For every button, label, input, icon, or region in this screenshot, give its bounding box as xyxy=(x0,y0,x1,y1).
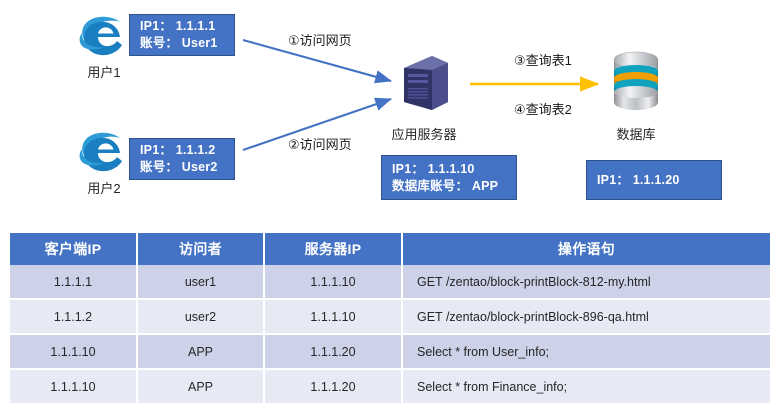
app-server-label: 应用服务器 xyxy=(391,127,457,142)
client-1-account: 账号： User1 xyxy=(140,36,218,50)
table-header-row: 客户端IP 访问者 服务器IP 操作语句 xyxy=(10,233,770,265)
cell-statement: GET /zentao/block-printBlock-896-qa.html xyxy=(402,299,770,335)
cell-client-ip: 1.1.1.10 xyxy=(10,369,138,405)
cell-client-ip: 1.1.1.1 xyxy=(10,265,138,300)
cell-client-ip: 1.1.1.10 xyxy=(10,334,138,370)
internet-explorer-icon xyxy=(79,16,122,56)
client-2-label: 用户2 xyxy=(87,181,121,196)
cell-client-ip: 1.1.1.2 xyxy=(10,299,138,335)
network-flow-diagram: 用户1 IP1： 1.1.1.1 账号： User1 用户2 IP1： 1.1.… xyxy=(79,14,722,200)
flow-label-2: ②访问网页 xyxy=(288,137,352,152)
flow-label-4: ④查询表2 xyxy=(514,102,572,117)
client-2-account: 账号： User2 xyxy=(140,160,218,174)
database-ip: IP1： 1.1.1.20 xyxy=(597,172,680,187)
cell-server-ip: 1.1.1.10 xyxy=(264,265,403,300)
cell-server-ip: 1.1.1.20 xyxy=(264,369,403,405)
client-1-info-box: IP1： 1.1.1.1 账号： User1 xyxy=(129,14,235,56)
client-2-ip: IP1： 1.1.1.2 xyxy=(140,143,216,157)
table-row[interactable]: 1.1.1.10 APP 1.1.1.20 Select * from Fina… xyxy=(10,369,770,405)
table-row[interactable]: 1.1.1.10 APP 1.1.1.20 Select * from User… xyxy=(10,334,770,370)
column-header-server-ip[interactable]: 服务器IP xyxy=(264,233,403,265)
cell-server-ip: 1.1.1.10 xyxy=(264,299,403,335)
flow-label-1: ①访问网页 xyxy=(288,33,352,48)
flow-arrow-2 xyxy=(242,97,392,151)
cell-statement: Select * from User_info; xyxy=(402,334,770,370)
cell-visitor: APP xyxy=(137,334,265,370)
client-2-info-box: IP1： 1.1.1.2 账号： User2 xyxy=(129,138,235,180)
app-server-db-account: 数据库账号： APP xyxy=(392,178,499,193)
app-server-info-box: IP1： 1.1.1.10 数据库账号： APP xyxy=(381,155,517,200)
column-header-client-ip[interactable]: 客户端IP xyxy=(10,233,138,265)
cell-server-ip: 1.1.1.20 xyxy=(264,334,403,370)
flow-arrow-1 xyxy=(242,38,393,84)
database-cylinder-icon xyxy=(613,51,659,110)
cell-visitor: user1 xyxy=(137,265,265,300)
app-server-ip: IP1： 1.1.1.10 xyxy=(392,161,475,176)
column-header-visitor[interactable]: 访问者 xyxy=(137,233,265,265)
arrow-layer xyxy=(242,38,600,151)
client-1-label: 用户1 xyxy=(87,65,121,80)
database-info-box: IP1： 1.1.1.20 xyxy=(586,160,722,200)
internet-explorer-icon xyxy=(79,132,122,172)
cell-visitor: user2 xyxy=(137,299,265,335)
cell-statement: GET /zentao/block-printBlock-812-my.html xyxy=(402,265,770,300)
database-label: 数据库 xyxy=(616,127,656,142)
cell-visitor: APP xyxy=(137,369,265,405)
table-row[interactable]: 1.1.1.2 user2 1.1.1.10 GET /zentao/block… xyxy=(10,299,770,335)
cell-statement: Select * from Finance_info; xyxy=(402,369,770,405)
server-tower-icon xyxy=(404,56,448,110)
client-1-ip: IP1： 1.1.1.1 xyxy=(140,19,216,33)
audit-log-table: 客户端IP 访问者 服务器IP 操作语句 1.1.1.1 user1 1.1.1… xyxy=(10,233,770,405)
table-row[interactable]: 1.1.1.1 user1 1.1.1.10 GET /zentao/block… xyxy=(10,265,770,300)
flow-label-3: ③查询表1 xyxy=(514,53,572,68)
column-header-statement[interactable]: 操作语句 xyxy=(402,233,770,265)
